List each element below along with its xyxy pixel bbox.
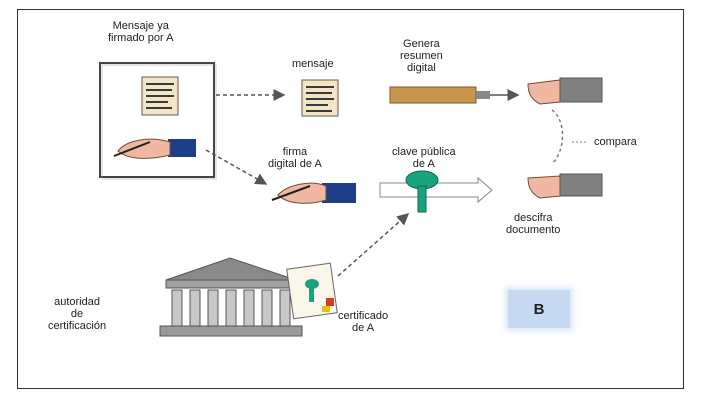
public-key-line2: de A: [412, 158, 435, 170]
digital-signature-line2: digital de A: [268, 158, 322, 170]
authority-line2: de: [70, 308, 84, 320]
certificate-line1: certificado: [338, 310, 389, 322]
certificate-to-key-arrow: [337, 213, 410, 277]
tube-icon: [389, 86, 520, 104]
b-badge: B: [508, 290, 570, 328]
authority-line3: certificación: [48, 320, 107, 332]
message-label: mensaje: [292, 58, 334, 70]
to-signature-arrow: [205, 149, 268, 185]
certificate-line2: de A: [352, 322, 375, 334]
message-label-text: mensaje: [292, 58, 334, 70]
decrypt-label: descifra documento: [506, 212, 560, 236]
generate-summary-label: Genera resumen digital: [400, 38, 443, 74]
compare-label: compara: [594, 136, 637, 148]
generate-summary-line3: digital: [407, 62, 436, 74]
pointing-hand-icon: [527, 77, 603, 105]
authority-line1: autoridad: [54, 296, 100, 308]
compare-arrow: [551, 109, 564, 165]
signed-message-label-line1: Mensaje ya: [112, 20, 169, 32]
certificate-icon: [286, 262, 338, 320]
public-key-label: clave pública de A: [392, 146, 456, 170]
bank-building-icon: [159, 257, 303, 337]
document-icon: [141, 76, 179, 116]
document-icon: [301, 79, 339, 117]
b-badge-label: B: [533, 300, 545, 318]
compare-label-text: compara: [594, 136, 637, 148]
public-key-line1: clave pública: [392, 146, 456, 158]
hand-pen-icon: [113, 138, 196, 159]
generate-summary-line1: Genera: [403, 38, 440, 50]
generate-summary-line2: resumen: [400, 50, 443, 62]
authority-label: autoridad de certificación: [48, 296, 106, 332]
decrypt-line1: descifra: [513, 212, 553, 224]
signed-message-label: Mensaje ya firmado por A: [108, 20, 173, 44]
hand-pen-icon: [271, 182, 356, 204]
digital-signature-line1: firma: [282, 146, 308, 158]
signed-message-label-line2: firmado por A: [108, 32, 174, 44]
certificate-label: certificado de A: [338, 310, 388, 334]
digital-signature-label: firma digital de A: [268, 146, 322, 170]
key-icon: [405, 170, 439, 213]
decrypt-line2: documento: [506, 224, 561, 236]
pointing-hand-icon: [527, 173, 603, 199]
